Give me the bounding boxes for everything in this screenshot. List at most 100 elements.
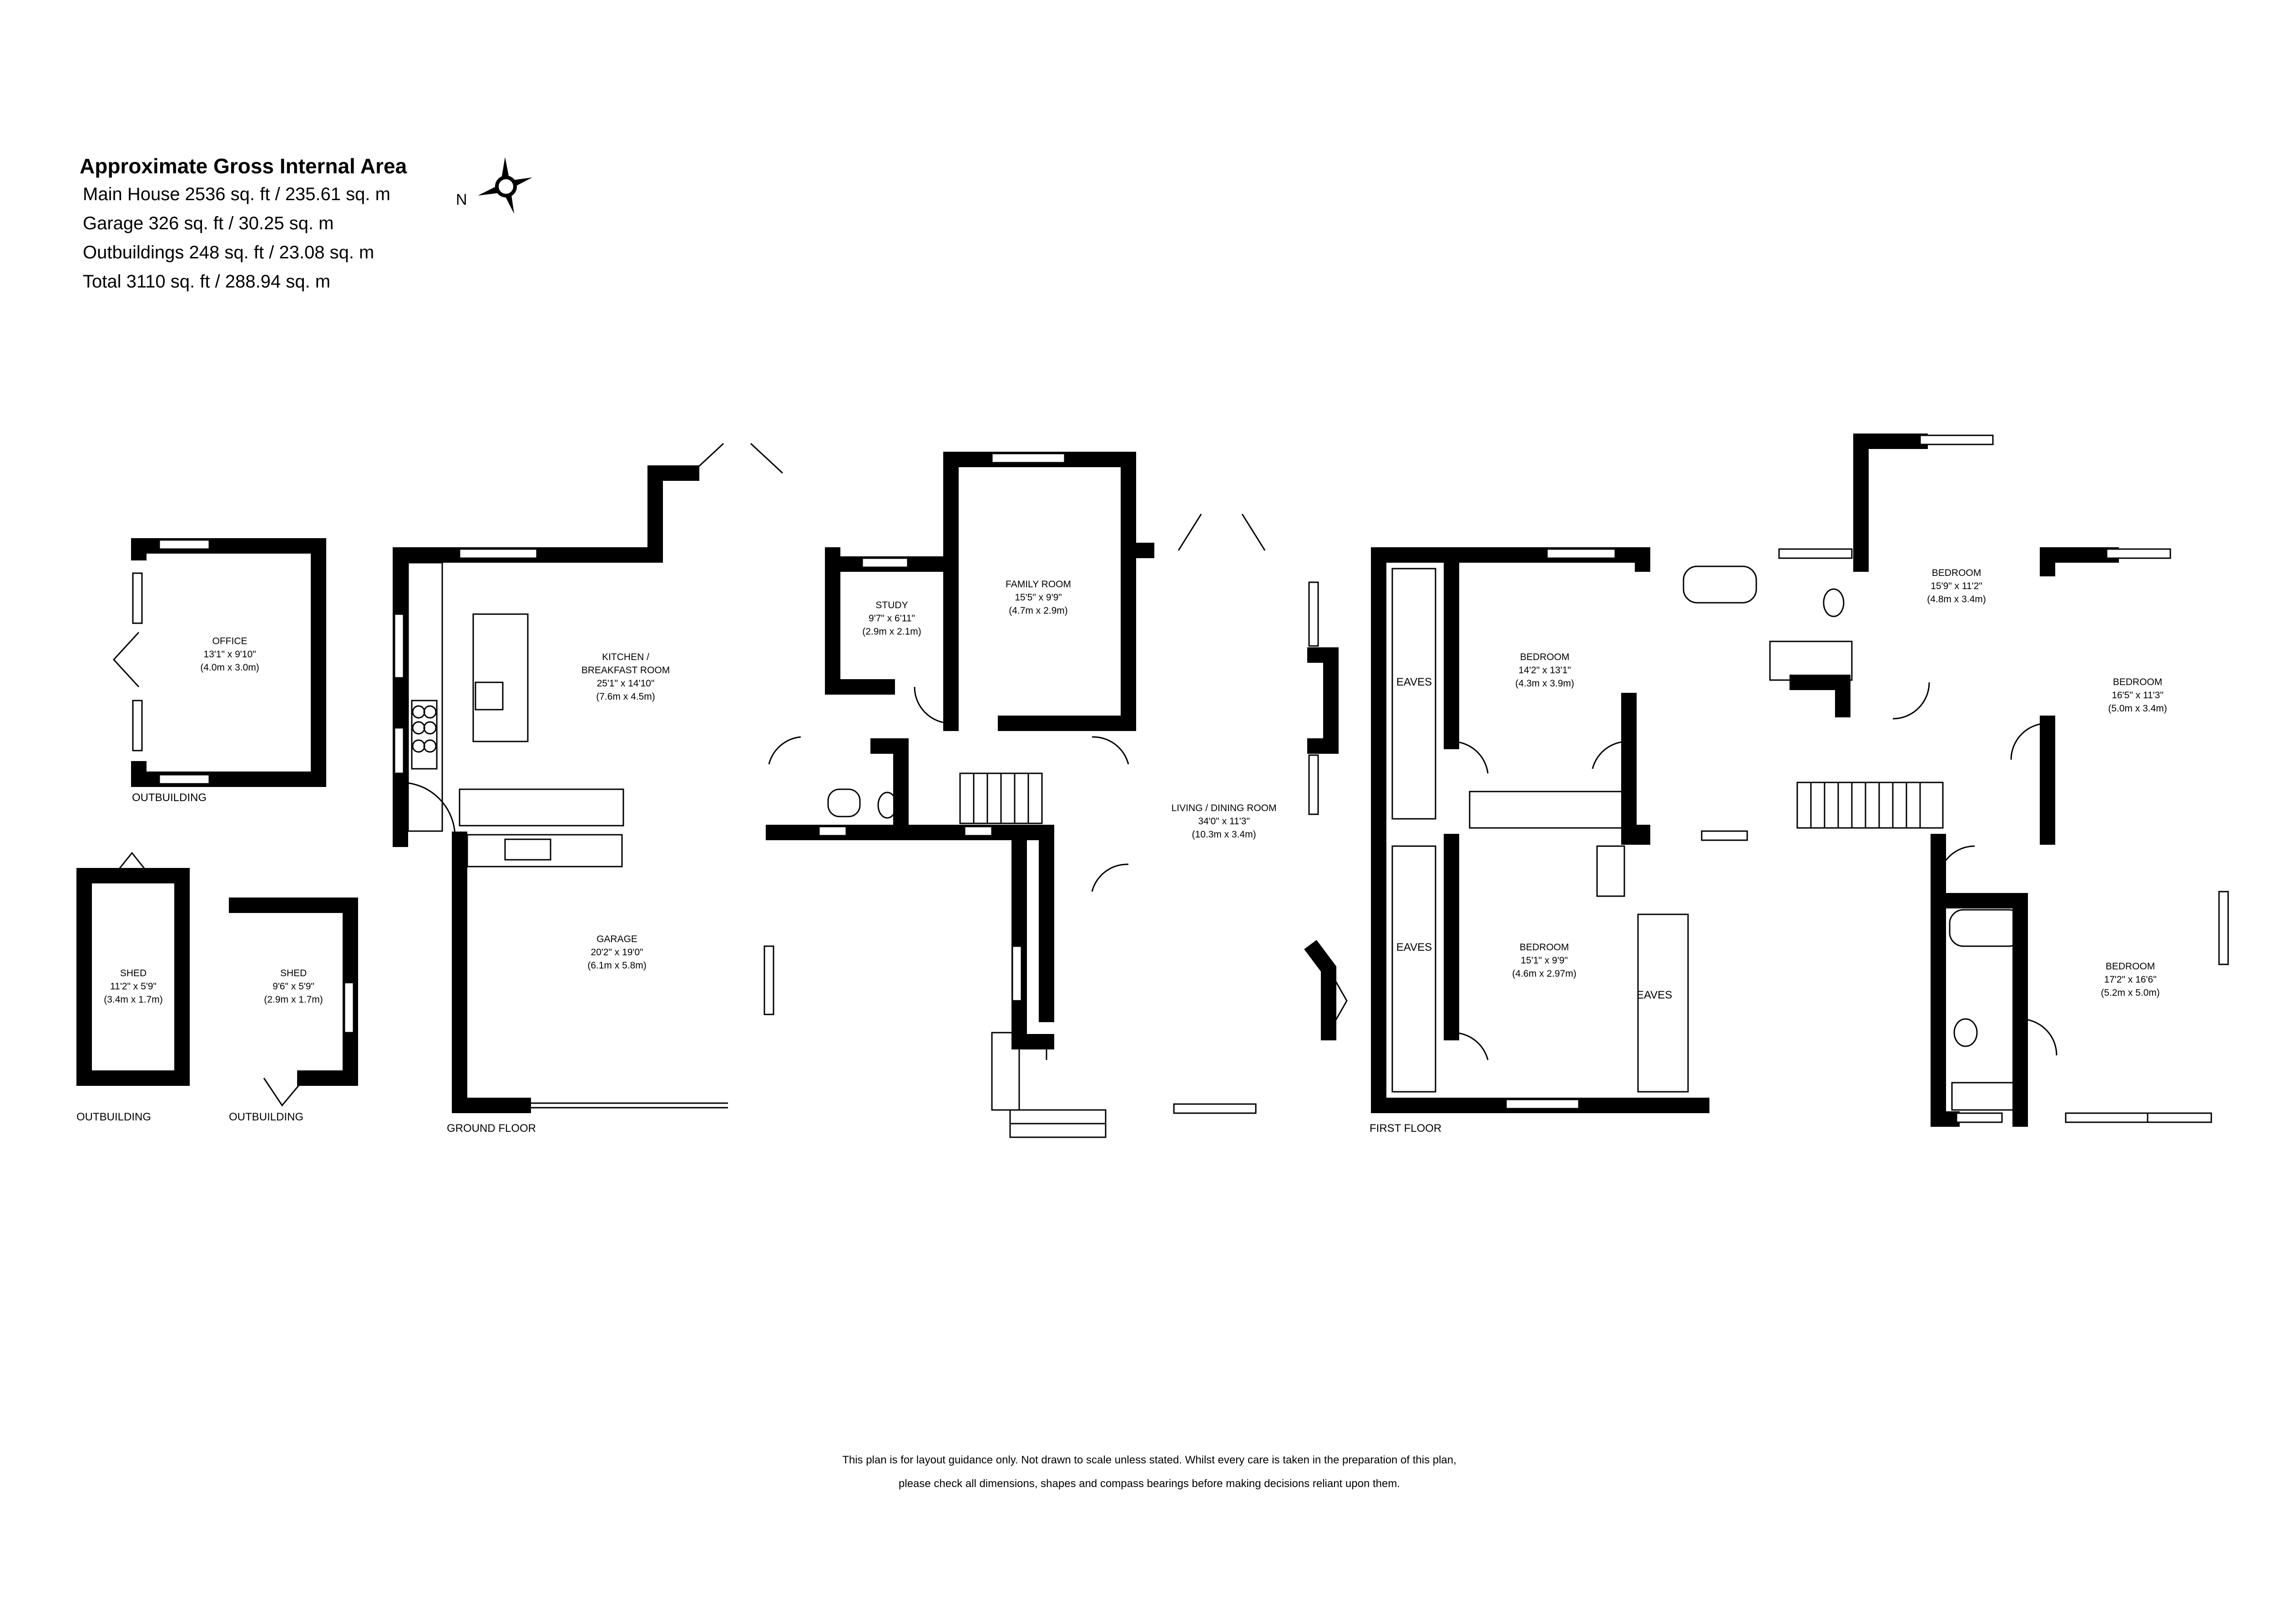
- kitchen-east-wall: [825, 547, 895, 695]
- first-floor-west-walls: [1371, 547, 1709, 1113]
- window: [763, 945, 774, 1015]
- outbuilding-label: OUTBUILDING: [76, 1111, 152, 1123]
- area-title: Approximate Gross Internal Area: [80, 154, 407, 178]
- area-total: Total 3110 sq. ft / 288.94 sq. m: [83, 272, 331, 292]
- kitchen-sink: [475, 681, 504, 711]
- window: [964, 826, 993, 837]
- door-swing: [2010, 722, 2048, 760]
- window: [1546, 548, 1616, 559]
- kitchen-bay: [647, 465, 699, 563]
- bedroom-3-walls: [1853, 434, 1928, 572]
- garage-walls: [452, 832, 531, 1113]
- door-swing: [400, 782, 456, 837]
- window: [1011, 945, 1022, 1002]
- shelf: [1596, 845, 1625, 897]
- window: [1701, 830, 1748, 841]
- disclaimer-line-1: This plan is for layout guidance only. N…: [842, 1454, 1456, 1466]
- door-swing: [2020, 1018, 2058, 1056]
- window: [132, 572, 143, 624]
- door-swing: [113, 852, 151, 876]
- stairs: [1796, 782, 1944, 829]
- window: [1505, 1099, 1580, 1110]
- eaves-label: EAVES: [1636, 989, 1673, 1001]
- window: [132, 700, 143, 751]
- outbuilding-label: OUTBUILDING: [229, 1111, 304, 1123]
- wardrobe: [1469, 791, 1634, 829]
- ensuite-walls: [1790, 675, 1850, 717]
- area-outbuildings: Outbuildings 248 sq. ft / 23.08 sq. m: [83, 242, 374, 262]
- chimney-breast: [1307, 647, 1339, 754]
- bedroom-5-walls: [1931, 834, 1960, 1127]
- bedroom-5-ensuite: [1931, 893, 2028, 1127]
- ground-floor-label: GROUND FLOOR: [447, 1122, 536, 1135]
- window: [818, 826, 847, 837]
- basin: [1951, 1082, 2021, 1111]
- bath: [1949, 909, 2023, 947]
- compass-icon: [478, 157, 532, 214]
- window: [344, 982, 354, 1034]
- window: [1778, 548, 1853, 559]
- cloak-walls: [870, 738, 909, 840]
- window: [2218, 891, 2229, 965]
- window: [2147, 1112, 2212, 1123]
- door-swing: [1592, 741, 1629, 769]
- eaves-area: [1391, 845, 1436, 1093]
- door-swing: [1091, 863, 1129, 892]
- window: [861, 557, 909, 568]
- eaves-area: [1391, 568, 1436, 820]
- shower: [1769, 641, 1853, 681]
- window: [1173, 1103, 1257, 1114]
- door-swing: [112, 631, 140, 688]
- kitchen-worktop: [407, 562, 443, 832]
- door-swing: [263, 1078, 306, 1107]
- eaves-label: EAVES: [1396, 676, 1432, 688]
- first-floor-label: FIRST FLOOR: [1370, 1122, 1442, 1135]
- kitchen-island: [472, 613, 529, 742]
- compass-north-letter: N: [456, 191, 467, 208]
- outbuilding-label: OUTBUILDING: [132, 792, 207, 804]
- hob: [411, 700, 438, 770]
- window: [394, 727, 404, 774]
- window: [2106, 548, 2171, 559]
- shed-1-walls: [76, 868, 190, 1086]
- window: [1956, 1112, 2003, 1123]
- window: [158, 774, 210, 785]
- door-swing: [768, 736, 801, 765]
- kitchen-worktop: [459, 788, 624, 827]
- window: [1308, 581, 1319, 647]
- eaves-area: [1637, 913, 1689, 1093]
- door-swing: [914, 686, 951, 724]
- window: [2065, 1112, 2149, 1123]
- door-swing: [1092, 736, 1129, 765]
- window: [991, 453, 1066, 464]
- window: [459, 548, 538, 559]
- window: [1919, 434, 1994, 445]
- bathroom-walls: [1489, 547, 1650, 572]
- family-room-walls: [943, 452, 1136, 731]
- door-swing: [1937, 845, 1975, 883]
- window: [1308, 754, 1319, 815]
- area-garage: Garage 326 sq. ft / 30.25 sq. m: [83, 213, 334, 233]
- eaves-label: EAVES: [1396, 941, 1432, 953]
- porch-bay: [991, 1032, 1020, 1111]
- door-swing: [1892, 682, 1930, 720]
- window: [394, 613, 404, 679]
- door-swing: [1451, 1032, 1489, 1060]
- door-swing: [1451, 741, 1489, 774]
- window: [158, 539, 210, 550]
- garage-sink: [504, 838, 551, 861]
- living-bay: [1304, 940, 1336, 1040]
- wc: [827, 788, 861, 817]
